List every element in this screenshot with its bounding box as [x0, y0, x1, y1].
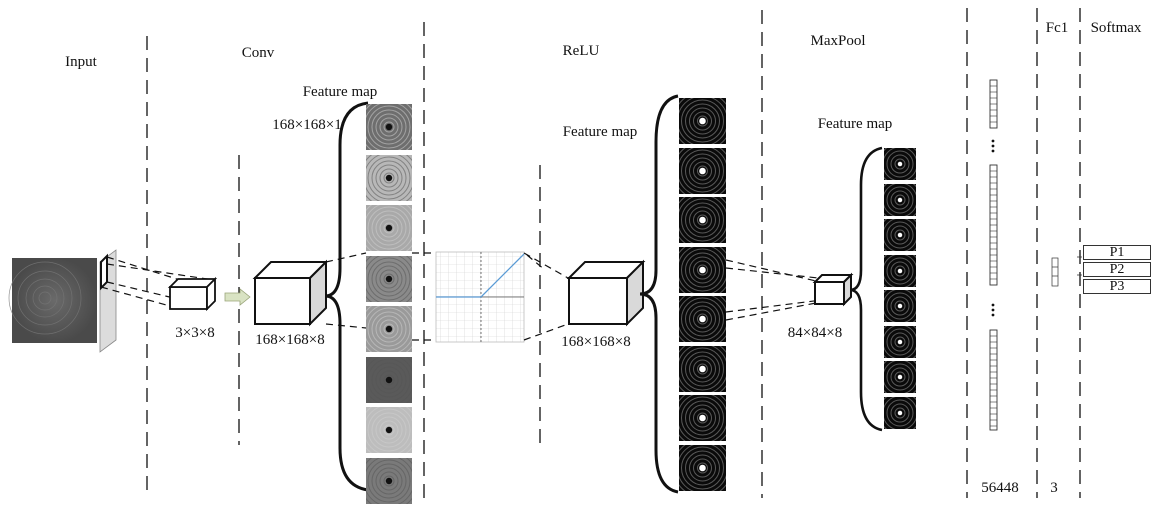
output-p1: P1: [1083, 245, 1151, 260]
stage-label-relu: ReLU: [563, 44, 600, 59]
feature-map-tile: [679, 98, 726, 144]
relu-projection-lines: [524, 253, 568, 340]
feature-map-tile: [679, 247, 726, 293]
feature-map-tile: [679, 296, 726, 342]
feature-map-tile: [884, 290, 916, 322]
feature-map-tile: [679, 148, 726, 194]
fc1-size-label: 3: [1050, 481, 1058, 496]
stage-label-input: Input: [65, 55, 97, 70]
kernel-dim-label: 3×3×8: [175, 326, 214, 341]
conv-feature-brace: [325, 103, 368, 490]
pool-output-cube: [815, 275, 851, 304]
pool-out-dim-label: 84×84×8: [788, 326, 842, 341]
conv-feature-map-label: Feature map: [303, 85, 378, 100]
feature-map-tile: [884, 184, 916, 216]
feature-map-tile: [679, 346, 726, 392]
output-p3: P3: [1083, 279, 1151, 294]
fm-dim-label: 168×168×1: [272, 118, 341, 133]
input-image: [9, 258, 97, 343]
feature-map-tile: [884, 361, 916, 393]
relu-out-dim-label: 168×168×8: [561, 335, 630, 350]
stage-label-conv: Conv: [242, 46, 275, 61]
stage-label-fc1: Fc1: [1046, 21, 1069, 36]
feature-map-tile: [366, 155, 412, 201]
pool-feature-map-label: Feature map: [818, 117, 893, 132]
conv-output-cube: [255, 262, 326, 324]
relu-output-cube: [569, 262, 643, 324]
arrow-icon: [225, 289, 250, 305]
feature-map-tile: [679, 395, 726, 441]
relu-feature-brace: [640, 96, 678, 492]
output-p2: P2: [1083, 262, 1151, 277]
stage-label-softmax: Softmax: [1091, 21, 1142, 36]
feature-map-tile: [884, 397, 916, 429]
feature-map-tile: [884, 148, 916, 180]
feature-map-tile: [679, 445, 726, 491]
feature-map-tile: [366, 357, 412, 403]
relu-feature-map-label: Feature map: [563, 125, 638, 140]
stage-label-maxpool: MaxPool: [810, 34, 865, 49]
conv-out-dim-label: 168×168×8: [255, 333, 324, 348]
feature-map-tile: [884, 219, 916, 251]
feature-map-tile: [884, 255, 916, 287]
feature-map-tile: [884, 326, 916, 358]
pool-feature-brace: [850, 148, 882, 430]
kernel-cube: [170, 279, 215, 309]
relu-plot: [436, 252, 524, 342]
feature-map-tile: [366, 458, 412, 504]
feature-map-tile: [679, 197, 726, 243]
stage-separators: [147, 8, 1080, 498]
flatten-size-label: 56448: [981, 481, 1019, 496]
fc1-nodes: [1052, 258, 1058, 286]
feature-map-tile: [366, 205, 412, 251]
feature-map-tile: [366, 407, 412, 453]
feature-map-tile: [366, 306, 412, 352]
feature-map-tile: [366, 256, 412, 302]
feature-map-tile: [366, 104, 412, 150]
